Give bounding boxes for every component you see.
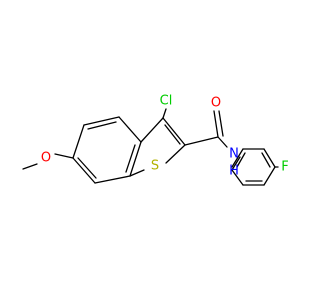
bond-inner [261,152,271,168]
bond-inner [125,144,136,173]
bond [213,110,219,138]
molecule-structure-diagram: Cl O S N H O F [22,94,289,186]
bond [129,141,142,177]
bond [231,169,244,186]
bond [162,108,167,119]
hydrogen-label: H [229,164,239,179]
atom-labels: Cl O S N H O F [41,94,289,179]
bond [231,148,244,168]
bond [140,117,164,143]
bond [129,169,145,177]
bond [231,156,241,171]
bond [263,166,276,186]
bond [184,136,219,146]
bond-inner [236,152,246,168]
bond-inner [77,157,97,179]
bond [218,110,224,137]
bond [22,163,38,170]
bond [94,175,131,184]
sulfur-label: S [151,159,159,174]
nitrogen-label: N [229,147,239,162]
bond [72,124,85,159]
bond-inner [164,124,181,145]
bond [263,148,276,168]
bond [54,153,74,159]
bond-inner [87,121,117,130]
carbonyl-oxygen-label: O [211,96,221,111]
bond [165,144,186,164]
chlorine-label: Cl [160,94,173,109]
methoxy-oxygen-label: O [41,151,51,166]
fluorine-label: F [281,160,288,175]
bond [217,136,228,148]
bond [83,116,120,126]
bonds [22,108,279,186]
bond [118,116,142,143]
bond [72,157,96,184]
bond [162,117,186,146]
